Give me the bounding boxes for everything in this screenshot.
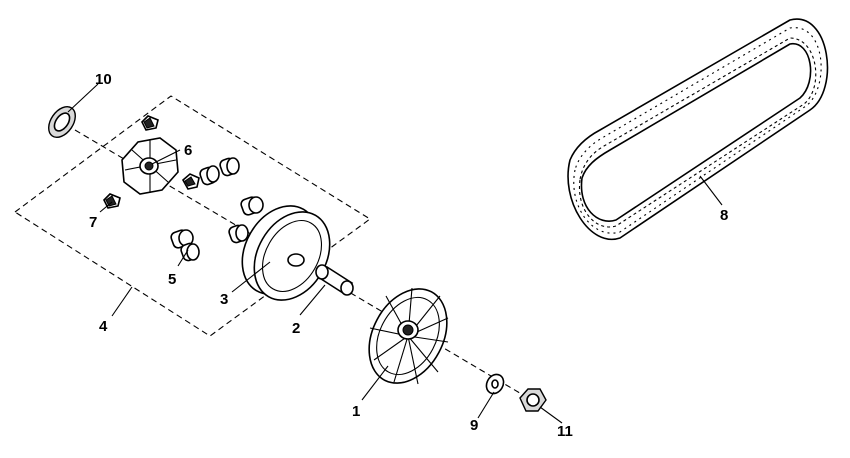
roller-5 [170,229,194,249]
roller-1 [199,165,220,186]
assembly-group-outline [14,95,371,337]
callout-4: 4 [99,318,108,335]
callout-5: 5 [168,271,176,288]
callout-10: 10 [95,71,112,88]
callout-labels: 10 6 7 5 3 2 4 1 9 11 8 [89,71,728,440]
drive-belt-part [567,18,829,241]
callout-1: 1 [352,403,360,420]
washer-part [485,373,505,395]
slider-piece-middle [181,173,200,190]
collar-bushing-part [315,264,354,296]
weight-rollers [170,157,264,262]
oil-seal-part [48,106,76,138]
ramp-plate-part [121,137,179,195]
fixed-drive-face-part [368,287,449,385]
callout-11: 11 [557,423,573,440]
callout-6: 6 [184,142,192,159]
center-axis [74,129,536,403]
callout-9: 9 [470,417,478,434]
callout-8: 8 [720,207,728,224]
callout-3: 3 [220,291,228,308]
callout-2: 2 [292,320,300,337]
roller-2 [219,157,240,177]
slider-piece-top [141,115,159,131]
roller-4 [228,224,249,244]
callout-7: 7 [89,214,97,231]
roller-3 [240,196,264,216]
movable-drive-face-part [241,205,331,301]
nut-part [519,388,547,412]
slider-piece-bottom [103,193,121,209]
leader-lines [67,83,723,424]
